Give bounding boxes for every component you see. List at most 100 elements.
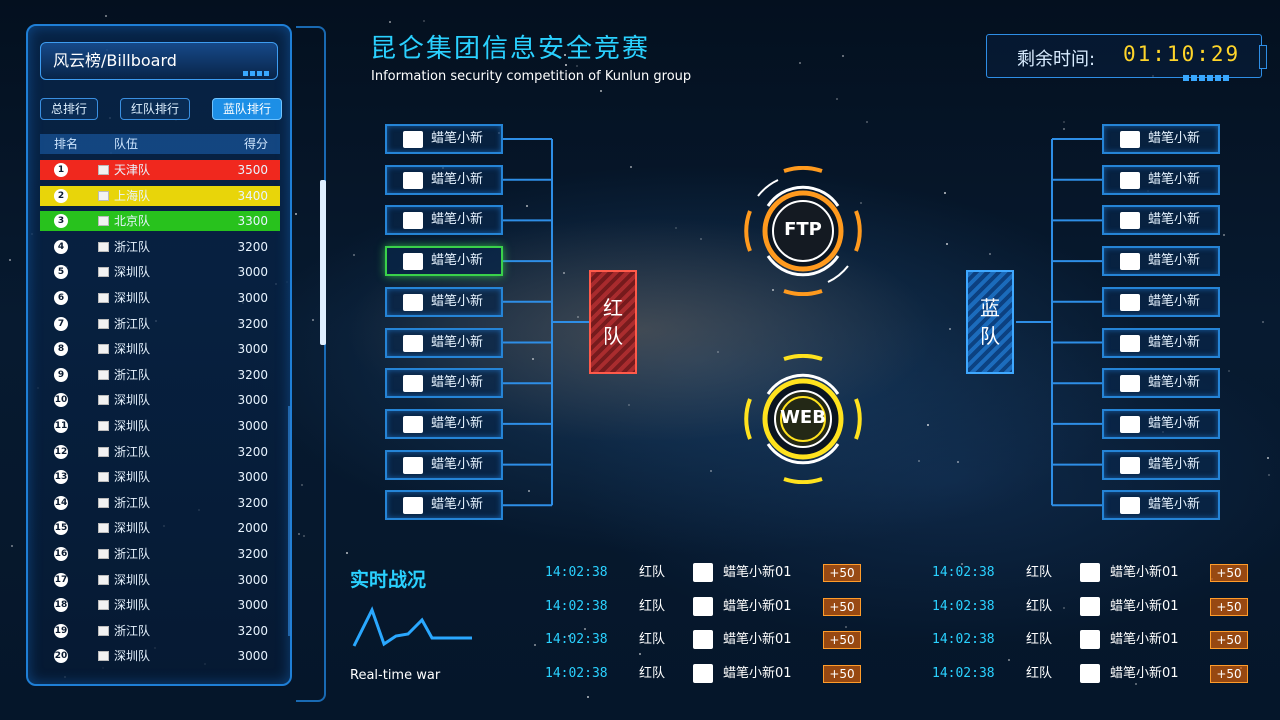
team-flag-icon [98,165,109,175]
team-flag-icon [98,548,109,559]
team-score: 3000 [237,393,268,408]
player-name: 蜡笔小新 [1148,375,1201,391]
red-player-slot[interactable]: 蜡笔小新 [385,490,503,521]
feed-team: 红队 [639,598,666,614]
blue-player-slot[interactable]: 蜡笔小新 [1102,449,1220,480]
tab-blue-team[interactable]: 蓝队排行 [211,98,282,120]
red-player-slot[interactable]: 蜡笔小新 [385,449,503,480]
team-label-char: 队 [980,324,1000,348]
red-player-slot[interactable]: 蜡笔小新 [385,124,503,154]
team-name: 深圳队 [114,470,151,485]
red-player-slot[interactable]: 蜡笔小新 [385,286,503,317]
blue-player-slot[interactable]: 蜡笔小新 [1102,490,1220,521]
blue-team-box[interactable]: 蓝队 [966,270,1014,374]
ranking-scrollbar[interactable] [288,406,291,636]
team-score: 3000 [237,598,268,613]
red-team-label: 红队 [591,294,635,350]
panel-collapse-handle[interactable] [320,180,326,345]
realtime-title: 实时战况 [350,569,427,591]
red-player-slot[interactable]: 蜡笔小新 [385,246,503,277]
team-name: 深圳队 [114,521,151,536]
player-avatar [403,253,423,271]
timer-value: 01:10:29 [1123,42,1241,66]
ftp-badge-ring-icon [744,165,862,297]
team-score: 3200 [237,367,268,382]
player-name: 蜡笔小新 [431,334,484,350]
team-name: 浙江队 [114,239,151,254]
billboard-tabs: 总排行 红队排行 蓝队排行 [40,98,282,120]
feed-team: 红队 [1026,598,1053,614]
team-name: 浙江队 [114,623,151,638]
player-name: 蜡笔小新 [1148,212,1201,228]
blue-player-slot[interactable]: 蜡笔小新 [1102,368,1220,399]
team-flag-icon [98,318,109,329]
feed-player: 蜡笔小新01 [1110,598,1179,614]
blue-player-slot[interactable]: 蜡笔小新 [1102,246,1220,277]
ftp-badge[interactable]: FTP [738,165,868,297]
team-score: 3200 [237,623,268,638]
team-name: 深圳队 [114,393,151,408]
team-name: 深圳队 [114,572,151,587]
tab-overall[interactable]: 总排行 [40,98,99,120]
blue-player-slot[interactable]: 蜡笔小新 [1102,124,1220,154]
red-player-slot[interactable]: 蜡笔小新 [385,368,503,399]
red-team-box[interactable]: 红队 [589,270,637,374]
team-flag-icon [98,523,109,534]
team-name: 上海队 [114,188,151,203]
player-avatar [1080,630,1100,649]
feed-team: 红队 [1026,632,1053,647]
blue-player-slot[interactable]: 蜡笔小新 [1102,205,1220,236]
feed-team: 红队 [639,565,666,580]
red-player-slot[interactable]: 蜡笔小新 [385,205,503,236]
rank-number: 2 [54,188,68,203]
red-player-slot[interactable]: 蜡笔小新 [385,327,503,358]
blue-player-slot[interactable]: 蜡笔小新 [1102,164,1220,195]
feed-time: 14:02:38 [932,632,995,647]
team-flag-icon [98,241,109,252]
countdown-timer: 剩余时间: 01:10:29 [986,34,1267,81]
rank-number: 14 [54,495,68,510]
web-badge[interactable]: WEB [738,353,868,485]
blue-player-slot[interactable]: 蜡笔小新 [1102,327,1220,358]
red-player-slot[interactable]: 蜡笔小新 [385,408,503,439]
player-name: 蜡笔小新 [1148,171,1201,187]
team-flag-icon [98,625,109,636]
rank-number: 13 [54,470,68,485]
player-name: 蜡笔小新 [431,131,484,146]
team-flag-icon [98,344,109,355]
rank-number: 5 [54,265,68,280]
blue-player-slot[interactable]: 蜡笔小新 [1102,286,1220,317]
blue-player-slot[interactable]: 蜡笔小新 [1102,408,1220,439]
red-player-slot[interactable]: 蜡笔小新 [385,164,503,195]
feed-time: 14:02:38 [932,565,995,580]
points-badge: +50 [823,664,861,683]
team-score: 3500 [237,163,268,177]
tab-red-team[interactable]: 红队排行 [119,98,190,120]
rank-number: 12 [54,444,68,459]
rank-number: 16 [54,546,68,561]
points-badge: +50 [1210,664,1248,683]
player-avatar [693,563,713,582]
